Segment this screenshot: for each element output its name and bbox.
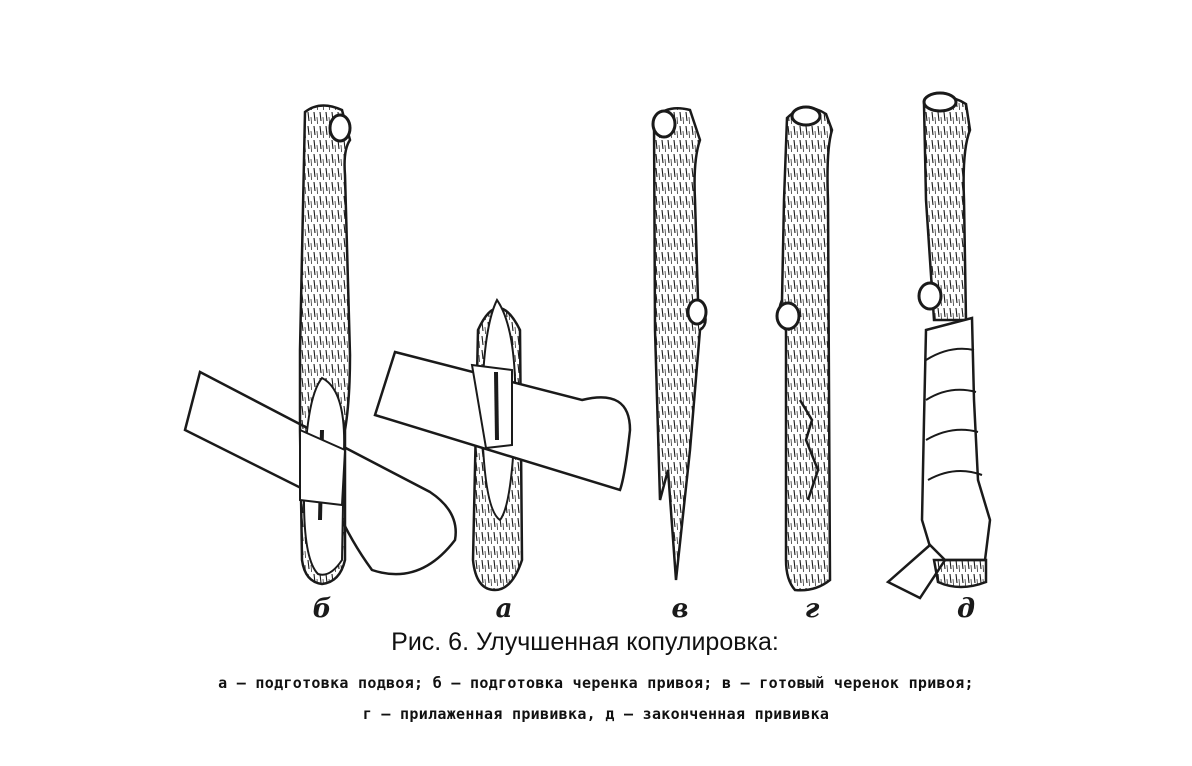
panel-b-scion-preparation xyxy=(183,104,457,586)
panel-v-finished-scion xyxy=(651,107,708,581)
graft-joint-line xyxy=(798,399,820,501)
panel-label-d: д xyxy=(956,594,976,624)
bud-icon xyxy=(651,109,677,139)
knife-edge-b xyxy=(299,428,347,507)
figure-caption-line-1: а — подготовка подвоя; б — подготовка че… xyxy=(218,674,974,692)
bud-icon xyxy=(328,113,352,143)
panel-a-rootstock-preparation xyxy=(373,298,632,592)
bud-icon xyxy=(917,281,943,311)
figure-caption-title: Рис. 6. Улучшенная копулировка: xyxy=(391,628,779,656)
scion-cutting-v xyxy=(652,107,707,581)
figure-caption-line-2: г — прилаженная прививка, д — законченна… xyxy=(362,705,830,723)
panel-label-a: а xyxy=(495,594,513,624)
bud-icon xyxy=(922,91,958,113)
binding-tape xyxy=(920,316,992,562)
panel-label-b: б xyxy=(312,594,332,624)
panel-label-g: г xyxy=(804,594,820,624)
bud-icon xyxy=(790,105,822,127)
graft-stem-g xyxy=(777,106,834,592)
knife-blade-over-a xyxy=(470,363,513,450)
tape-tail xyxy=(885,543,947,600)
panel-label-v: в xyxy=(671,594,689,624)
bud-icon xyxy=(686,298,708,326)
panel-g-joined-graft xyxy=(775,105,834,592)
bud-icon xyxy=(775,301,801,331)
panel-d-completed-graft xyxy=(885,91,992,600)
